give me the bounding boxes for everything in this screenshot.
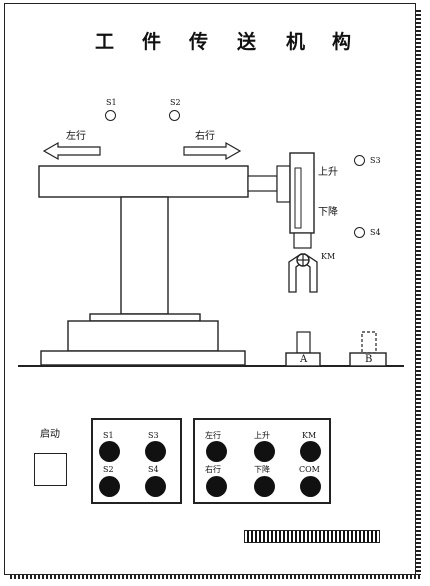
right-arrow-label: 右行 xyxy=(195,131,215,142)
title-char-4: 送 xyxy=(237,31,257,53)
panel-left-move-indicator xyxy=(206,441,227,462)
panel-s4-indicator xyxy=(145,476,166,497)
connecting-rod xyxy=(247,175,278,192)
panel-left-move-label: 左行 xyxy=(205,431,221,440)
panel-frame xyxy=(4,3,416,575)
arm-slot xyxy=(294,167,302,229)
base-middle xyxy=(67,320,219,352)
panel-s4-label: S4 xyxy=(148,465,159,474)
panel-down-label: 下降 xyxy=(254,465,270,474)
lift-cylinder xyxy=(276,165,291,203)
workpiece-a xyxy=(296,331,311,354)
panel-right-move-label: 右行 xyxy=(205,465,221,474)
horizontal-beam xyxy=(38,165,249,198)
panel-right-move-indicator xyxy=(206,476,227,497)
sensor-s2-label: S2 xyxy=(170,98,181,107)
panel-com-indicator xyxy=(300,476,321,497)
down-label: 下降 xyxy=(318,207,338,218)
panel-s1-indicator xyxy=(99,441,120,462)
right-arrow xyxy=(183,141,242,161)
panel-shadow-right xyxy=(416,10,421,578)
panel-com-label: COM xyxy=(299,465,320,474)
output-panel-box xyxy=(193,418,331,504)
station-b-block xyxy=(349,352,387,367)
left-arrow-label: 左行 xyxy=(66,131,86,142)
panel-up-indicator xyxy=(254,441,275,462)
workpiece-b-dashed xyxy=(361,331,377,354)
panel-km-indicator xyxy=(300,441,321,462)
panel-up-label: 上升 xyxy=(254,431,270,440)
panel-s3-indicator xyxy=(145,441,166,462)
gripper-mount xyxy=(293,232,312,249)
start-label: 启动 xyxy=(40,429,60,440)
title-char-1: 工 xyxy=(95,31,115,53)
station-b-label: B xyxy=(365,354,373,365)
station-a-label: A xyxy=(300,354,308,365)
panel-km-label: KM xyxy=(302,431,317,440)
panel-s3-label: S3 xyxy=(148,431,159,440)
start-button[interactable] xyxy=(34,453,67,486)
sensor-s2-lamp xyxy=(169,110,180,121)
left-arrow xyxy=(42,141,101,161)
base-top-plate xyxy=(89,313,201,322)
title-char-6: 构 xyxy=(332,31,352,53)
panel-s2-indicator xyxy=(99,476,120,497)
km-label: KM xyxy=(321,252,336,261)
panel-s1-label: S1 xyxy=(103,431,114,440)
sensor-s4-lamp xyxy=(354,227,365,238)
up-label: 上升 xyxy=(318,167,338,178)
arm-body xyxy=(289,152,315,234)
sensor-panel-box xyxy=(91,418,182,504)
sensor-s1-label: S1 xyxy=(106,98,117,107)
station-a-block xyxy=(285,352,321,367)
sensor-s3-label: S3 xyxy=(370,156,381,165)
panel-shadow-bottom xyxy=(10,575,421,579)
title-char-5: 机 xyxy=(286,31,306,53)
panel-s2-label: S2 xyxy=(103,465,114,474)
support-column xyxy=(120,196,169,315)
title-char-3: 传 xyxy=(189,31,209,53)
panel-down-indicator xyxy=(254,476,275,497)
sensor-s4-label: S4 xyxy=(370,228,381,237)
terminal-connector xyxy=(244,530,380,543)
sensor-s3-lamp xyxy=(354,155,365,166)
sensor-s1-lamp xyxy=(105,110,116,121)
title-char-2: 件 xyxy=(142,31,162,53)
base-bottom xyxy=(40,350,246,366)
